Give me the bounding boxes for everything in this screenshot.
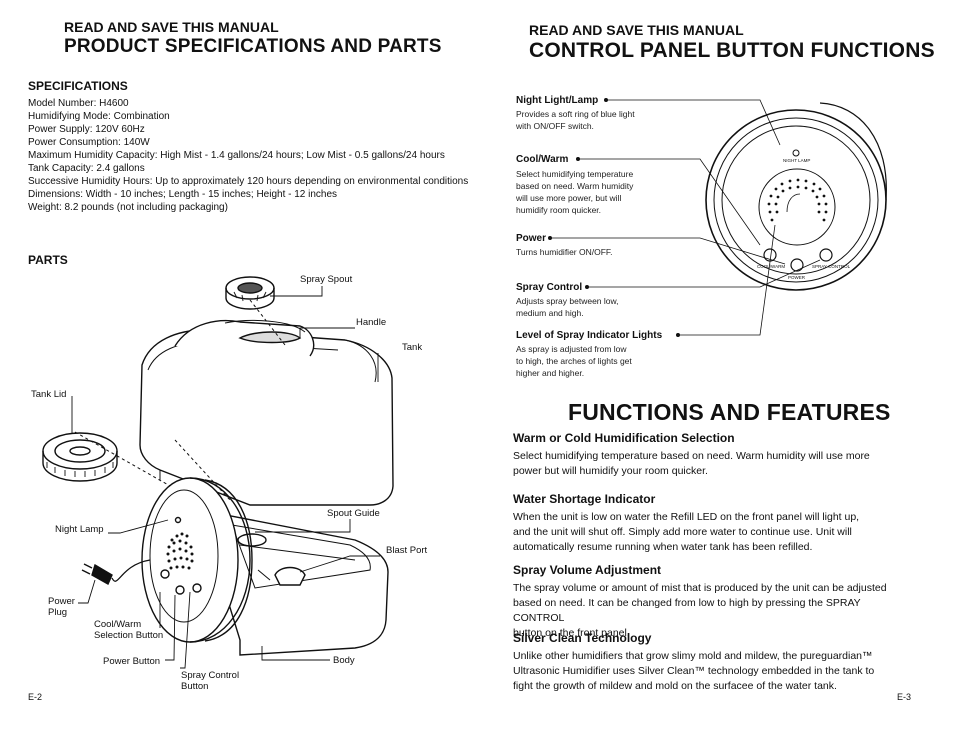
spec-line: Humidifying Mode: Combination xyxy=(28,111,170,122)
specifications-heading: SPECIFICATIONS xyxy=(28,79,128,93)
spec-line: Tank Capacity: 2.4 gallons xyxy=(28,163,145,174)
parts-heading: PARTS xyxy=(28,253,68,267)
power-plug-drawing xyxy=(81,559,151,585)
control-cool-warm: Cool/Warm Select humidifying temperature… xyxy=(516,154,634,215)
right-page-title: CONTROL PANEL BUTTON FUNCTIONS xyxy=(529,39,935,62)
part-label-blast-port: Blast Port xyxy=(386,545,428,556)
body-drawing xyxy=(198,509,389,656)
panel-label-spray-control: SPRAY CONTROL xyxy=(812,264,851,269)
part-label-power-plug: Power Plug xyxy=(48,596,75,618)
part-label-spray-control: Spray Control Button xyxy=(181,670,240,692)
right-kicker: READ AND SAVE THIS MANUAL xyxy=(529,22,744,38)
spec-line: Model Number: H4600 xyxy=(28,98,129,109)
spec-line: Power Consumption: 140W xyxy=(28,137,150,148)
left-kicker: READ AND SAVE THIS MANUAL xyxy=(64,19,279,35)
control-night-light: Night Light/Lamp Provides a soft ring of… xyxy=(516,95,635,131)
spray-level-indicator-lights xyxy=(767,178,828,222)
panel-label-power: POWER xyxy=(788,275,806,280)
part-label-handle: Handle xyxy=(356,317,387,328)
part-label-night-lamp: Night Lamp xyxy=(55,524,104,535)
spec-line: Maximum Humidity Capacity: High Mist - 1… xyxy=(28,150,445,161)
tank-lid-drawing xyxy=(42,432,118,482)
part-label-tank-lid: Tank Lid xyxy=(31,389,67,400)
spec-line: Successive Humidity Hours: Up to approxi… xyxy=(28,176,469,187)
part-label-power-button: Power Button xyxy=(103,656,161,667)
spray-spout-drawing xyxy=(225,276,275,310)
control-power: Power Turns humidifier ON/OFF. xyxy=(516,233,613,257)
part-label-tank: Tank xyxy=(402,342,423,353)
part-label-spout-guide: Spout Guide xyxy=(327,508,380,519)
left-page-number: E-2 xyxy=(28,692,43,702)
panel-label-cool-warm: COOL/WARM xyxy=(757,264,786,269)
feature-spray-volume: Spray Volume Adjustment The spray volume… xyxy=(513,563,887,639)
tank-drawing xyxy=(139,319,394,506)
part-label-cool-warm: Cool/Warm Selection Button xyxy=(94,619,164,641)
right-page-number: E-3 xyxy=(897,692,912,702)
part-label-spray-spout: Spray Spout xyxy=(300,274,353,285)
left-page-title: PRODUCT SPECIFICATIONS AND PARTS xyxy=(64,36,442,57)
feature-silver-clean: Silver Clean Technology Unlike other hum… xyxy=(513,631,875,692)
control-spray: Spray Control Adjusts spray between low,… xyxy=(516,282,619,318)
part-label-body: Body xyxy=(333,655,355,666)
spec-line: Dimensions: Width - 10 inches; Length - … xyxy=(28,189,338,200)
spec-line: Weight: 8.2 pounds (not including packag… xyxy=(28,202,228,213)
feature-water-shortage: Water Shortage Indicator When the unit i… xyxy=(513,492,860,553)
control-spray-indicator: Level of Spray Indicator Lights As spray… xyxy=(516,330,663,378)
features-title: FUNCTIONS AND FEATURES xyxy=(568,399,891,425)
panel-label-night-lamp: NIGHT LAMP xyxy=(783,158,811,163)
specifications-list: Model Number: H4600 Humidifying Mode: Co… xyxy=(28,97,488,214)
spec-line: Power Supply: 120V 60Hz xyxy=(28,124,145,135)
front-panel-drawing xyxy=(141,477,253,643)
feature-warm-cold: Warm or Cold Humidification Selection Se… xyxy=(513,431,870,477)
